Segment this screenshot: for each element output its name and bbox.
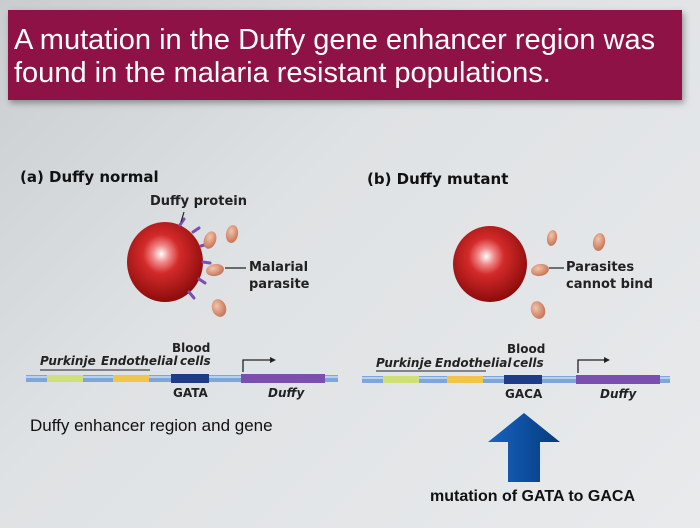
panel-a-dna-bar (26, 357, 338, 383)
title-banner: A mutation in the Duffy gene enhancer re… (8, 10, 682, 100)
blood-label-b: Blood (507, 342, 546, 356)
duffy-gene-b (576, 375, 660, 384)
parasite-a-3 (206, 263, 224, 277)
parasite-label: parasite (249, 277, 310, 292)
gata-site (171, 374, 209, 383)
panel-b-dna-bar (362, 357, 670, 384)
purkinje-element-a (47, 375, 83, 382)
red-blood-cell-normal (127, 222, 203, 302)
parasite-b-3 (531, 263, 549, 277)
duffy-gene-a (241, 374, 325, 383)
mutation-arrow (488, 413, 560, 482)
enhancer-caption: Duffy enhancer region and gene (30, 416, 273, 435)
red-blood-cell-mutant (453, 226, 527, 302)
duffy-protein-label: Duffy protein (150, 194, 247, 209)
endothelial-element-a (113, 375, 149, 382)
purkinje-element-b (383, 376, 419, 383)
panel-a-heading: (a) Duffy normal (20, 168, 159, 186)
blood-label-a: Blood (172, 341, 211, 355)
parasites-label: Parasites (566, 260, 635, 275)
cells-label-a: cells (180, 354, 211, 368)
panel-a-rbc-group (127, 211, 246, 317)
endothelial-element-b (447, 376, 483, 383)
endothelial-label-b: Endothelial (435, 356, 512, 370)
duffy-gene-label-a: Duffy (268, 386, 305, 400)
parasite-a-4 (211, 299, 227, 317)
panel-b-rbc-group (453, 226, 606, 319)
title-line-2: found in the malaria resistant populatio… (14, 57, 551, 89)
endothelial-label-a: Endothelial (101, 354, 178, 368)
mutation-caption: mutation of GATA to GACA (430, 488, 635, 505)
slide-title: A mutation in the Duffy gene enhancer re… (14, 24, 674, 90)
gaca-label: GACA (505, 387, 543, 401)
malarial-label: Malarial (249, 260, 309, 275)
cells-label-b: cells (513, 356, 544, 370)
parasite-b-4 (530, 301, 546, 319)
parasite-a-1 (203, 231, 217, 249)
gaca-site (504, 375, 542, 384)
title-line-1: A mutation in the Duffy gene enhancer re… (14, 24, 656, 56)
parasite-a-2 (225, 225, 239, 243)
purkinje-label-b: Purkinje (376, 356, 432, 370)
purkinje-label-a: Purkinje (40, 354, 96, 368)
gata-label: GATA (173, 386, 208, 400)
parasite-b-1 (546, 230, 558, 246)
duffy-gene-label-b: Duffy (600, 387, 637, 401)
panel-b-heading: (b) Duffy mutant (367, 170, 509, 188)
cannot-bind-label: cannot bind (566, 277, 653, 292)
parasite-b-2 (592, 233, 606, 251)
